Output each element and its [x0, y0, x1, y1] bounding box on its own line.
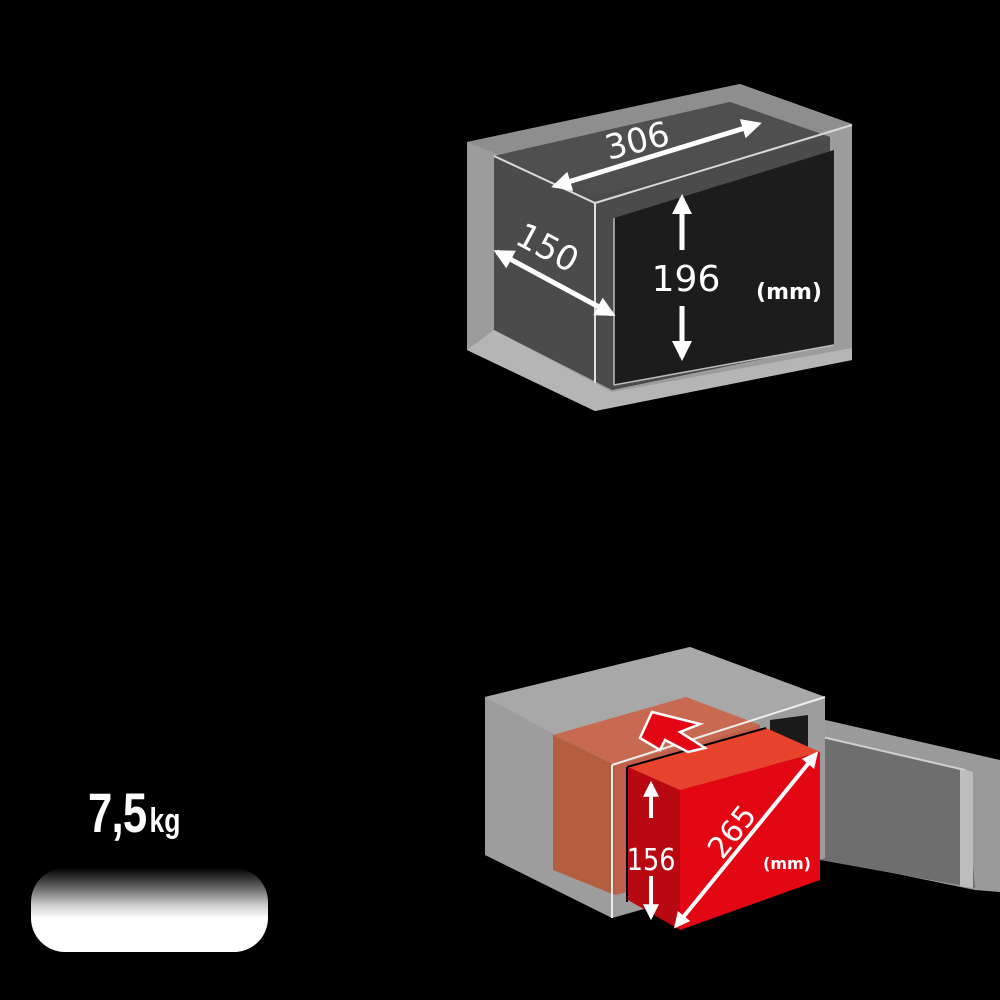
- internal-safe-diagram: 156 265 (mm): [485, 647, 1000, 930]
- weight-unit: kg: [149, 802, 181, 840]
- weight-scale-pad: [31, 868, 268, 952]
- weight-label: 7,5kg: [88, 780, 180, 845]
- external-unit-label: (mm): [756, 280, 822, 305]
- external-height-label: 196: [652, 259, 721, 300]
- internal-unit-label: (mm): [763, 854, 811, 873]
- weight-value: 7,5: [88, 781, 147, 844]
- external-box: 306 150 196 (mm): [467, 84, 853, 411]
- internal-height-label: 156: [627, 842, 676, 878]
